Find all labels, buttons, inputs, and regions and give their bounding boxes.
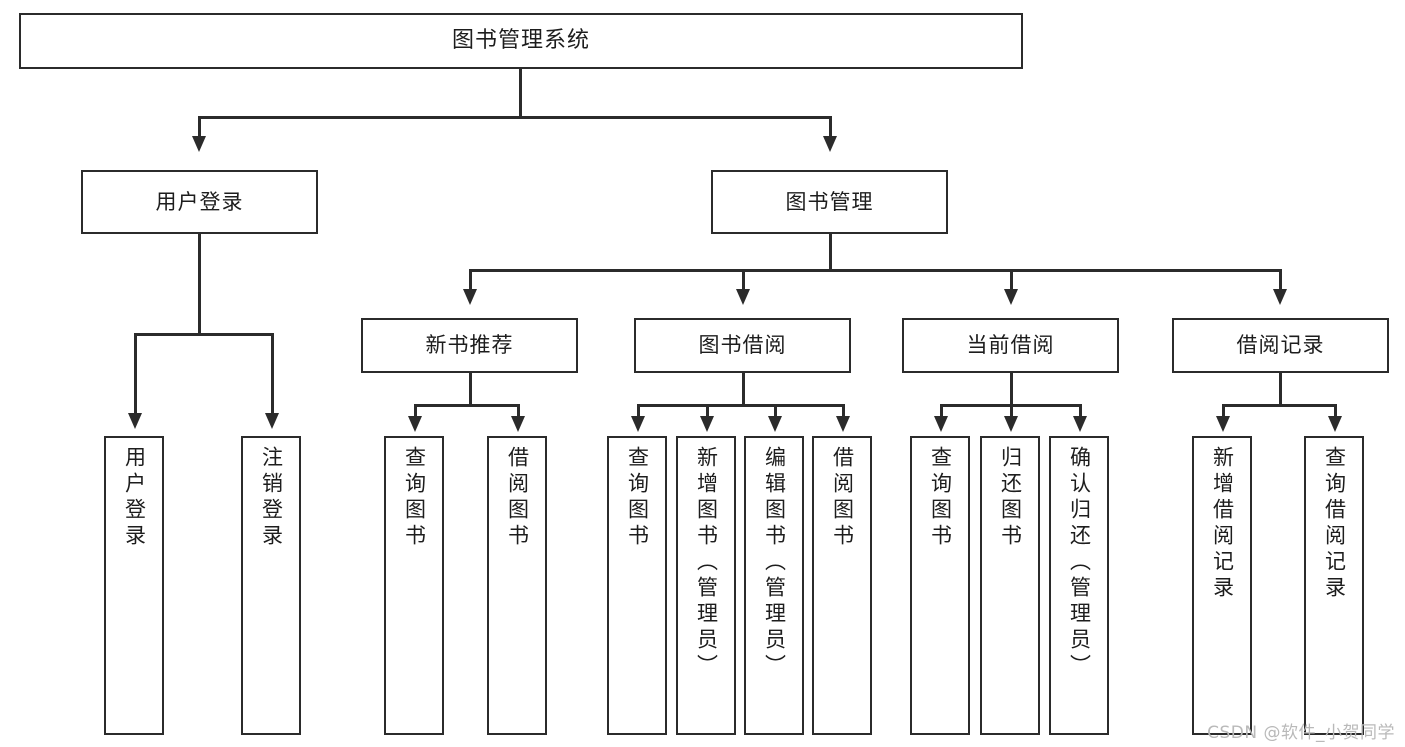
connector-current-stem — [1010, 373, 1013, 406]
arrowhead-leaf-borrow-2 — [700, 416, 714, 432]
leaf-recommend-2[interactable]: 借阅图书 — [487, 436, 547, 735]
node-root[interactable]: 图书管理系统 — [19, 13, 1023, 69]
leaf-borrow-3[interactable]: 编辑图书（管理员） — [744, 436, 804, 735]
node-user-login[interactable]: 用户登录 — [81, 170, 318, 234]
arrowhead-leaf-record-2 — [1328, 416, 1342, 432]
connector-record-child1 — [1222, 404, 1225, 418]
node-book-borrow[interactable]: 图书借阅 — [634, 318, 851, 373]
connector-to-borrow-record — [1279, 269, 1282, 291]
connector-root-stem — [519, 69, 522, 117]
leaf-recommend-2-label: 借阅图书 — [505, 446, 530, 550]
connector-to-book-borrow — [742, 269, 745, 291]
node-user-login-label: 用户登录 — [155, 189, 244, 214]
connector-recommend-stem — [469, 373, 472, 406]
leaf-user-login-1[interactable]: 用户登录 — [104, 436, 164, 735]
arrowhead-leaf-recommend-2 — [511, 416, 525, 432]
leaf-current-1[interactable]: 查询图书 — [910, 436, 970, 735]
connector-borrow-stem — [742, 373, 745, 406]
arrowhead-leaf-current-2 — [1004, 416, 1018, 432]
leaf-record-1[interactable]: 新增借阅记录 — [1192, 436, 1252, 735]
connector-current-child2 — [1010, 404, 1013, 418]
node-root-label: 图书管理系统 — [451, 28, 590, 54]
leaf-recommend-1-label: 查询图书 — [402, 446, 427, 550]
leaf-recommend-1[interactable]: 查询图书 — [384, 436, 444, 735]
leaf-borrow-4-label: 借阅图书 — [830, 446, 855, 550]
connector-to-book-manage — [829, 116, 832, 138]
leaf-user-login-2-label: 注销登录 — [259, 446, 284, 550]
connector-recommend-child1 — [414, 404, 417, 418]
leaf-record-1-label: 新增借阅记录 — [1210, 446, 1235, 602]
leaf-current-3-label: 确认归还（管理员） — [1067, 446, 1092, 680]
connector-borrow-bus — [637, 404, 844, 407]
connector-borrow-child3 — [774, 404, 777, 418]
node-borrow-record[interactable]: 借阅记录 — [1172, 318, 1389, 373]
connector-borrow-child4 — [842, 404, 845, 418]
arrowhead-leaf-borrow-1 — [631, 416, 645, 432]
connector-level2-bus — [198, 116, 832, 119]
connector-borrow-child2 — [706, 404, 709, 418]
leaf-current-1-label: 查询图书 — [928, 446, 953, 550]
arrowhead-leaf-current-3 — [1073, 416, 1087, 432]
connector-current-child3 — [1079, 404, 1082, 418]
connector-user-login-child2 — [271, 333, 274, 415]
arrowhead-book-borrow — [736, 289, 750, 305]
arrowhead-leaf-borrow-4 — [836, 416, 850, 432]
connector-to-new-book-recommend — [469, 269, 472, 291]
connector-to-current-borrow — [1010, 269, 1013, 291]
arrowhead-new-book-recommend — [463, 289, 477, 305]
arrowhead-leaf-record-1 — [1216, 416, 1230, 432]
connector-recommend-bus — [414, 404, 519, 407]
leaf-current-3[interactable]: 确认归还（管理员） — [1049, 436, 1109, 735]
watermark: CSDN @软件_小贺同学 — [1207, 723, 1395, 743]
connector-record-stem — [1279, 373, 1282, 406]
connector-user-login-stem — [198, 234, 201, 334]
leaf-current-2[interactable]: 归还图书 — [980, 436, 1040, 735]
leaf-record-2-label: 查询借阅记录 — [1322, 446, 1347, 602]
node-book-manage-label: 图书管理 — [785, 189, 874, 214]
arrowhead-leaf-recommend-1 — [408, 416, 422, 432]
leaf-current-2-label: 归还图书 — [998, 446, 1023, 550]
node-borrow-record-label: 借阅记录 — [1236, 333, 1325, 358]
node-new-book-recommend[interactable]: 新书推荐 — [361, 318, 578, 373]
node-book-manage[interactable]: 图书管理 — [711, 170, 948, 234]
leaf-borrow-1-label: 查询图书 — [625, 446, 650, 550]
connector-record-bus — [1222, 404, 1336, 407]
node-new-book-recommend-label: 新书推荐 — [425, 333, 514, 358]
leaf-borrow-2[interactable]: 新增图书（管理员） — [676, 436, 736, 735]
leaf-record-2[interactable]: 查询借阅记录 — [1304, 436, 1364, 735]
leaf-user-login-1-label: 用户登录 — [122, 446, 147, 550]
leaf-borrow-4[interactable]: 借阅图书 — [812, 436, 872, 735]
connector-recommend-child2 — [517, 404, 520, 418]
node-current-borrow-label: 当前借阅 — [966, 333, 1055, 358]
arrowhead-leaf-user-login-1 — [128, 413, 142, 429]
connector-current-child1 — [940, 404, 943, 418]
arrowhead-current-borrow — [1004, 289, 1018, 305]
connector-to-user-login — [198, 116, 201, 138]
connector-user-login-child1 — [134, 333, 137, 415]
leaf-borrow-1[interactable]: 查询图书 — [607, 436, 667, 735]
arrowhead-leaf-borrow-3 — [768, 416, 782, 432]
leaf-borrow-3-label: 编辑图书（管理员） — [762, 446, 787, 680]
leaf-borrow-2-label: 新增图书（管理员） — [694, 446, 719, 680]
connector-user-login-bus — [134, 333, 273, 336]
arrowhead-leaf-user-login-2 — [265, 413, 279, 429]
node-book-borrow-label: 图书借阅 — [698, 333, 787, 358]
arrowhead-borrow-record — [1273, 289, 1287, 305]
arrowhead-leaf-current-1 — [934, 416, 948, 432]
connector-level3-bus — [469, 269, 1281, 272]
node-current-borrow[interactable]: 当前借阅 — [902, 318, 1119, 373]
leaf-user-login-2[interactable]: 注销登录 — [241, 436, 301, 735]
connector-borrow-child1 — [637, 404, 640, 418]
connector-record-child2 — [1334, 404, 1337, 418]
connector-book-manage-stem — [829, 234, 832, 271]
arrowhead-user-login — [192, 136, 206, 152]
arrowhead-book-manage — [823, 136, 837, 152]
